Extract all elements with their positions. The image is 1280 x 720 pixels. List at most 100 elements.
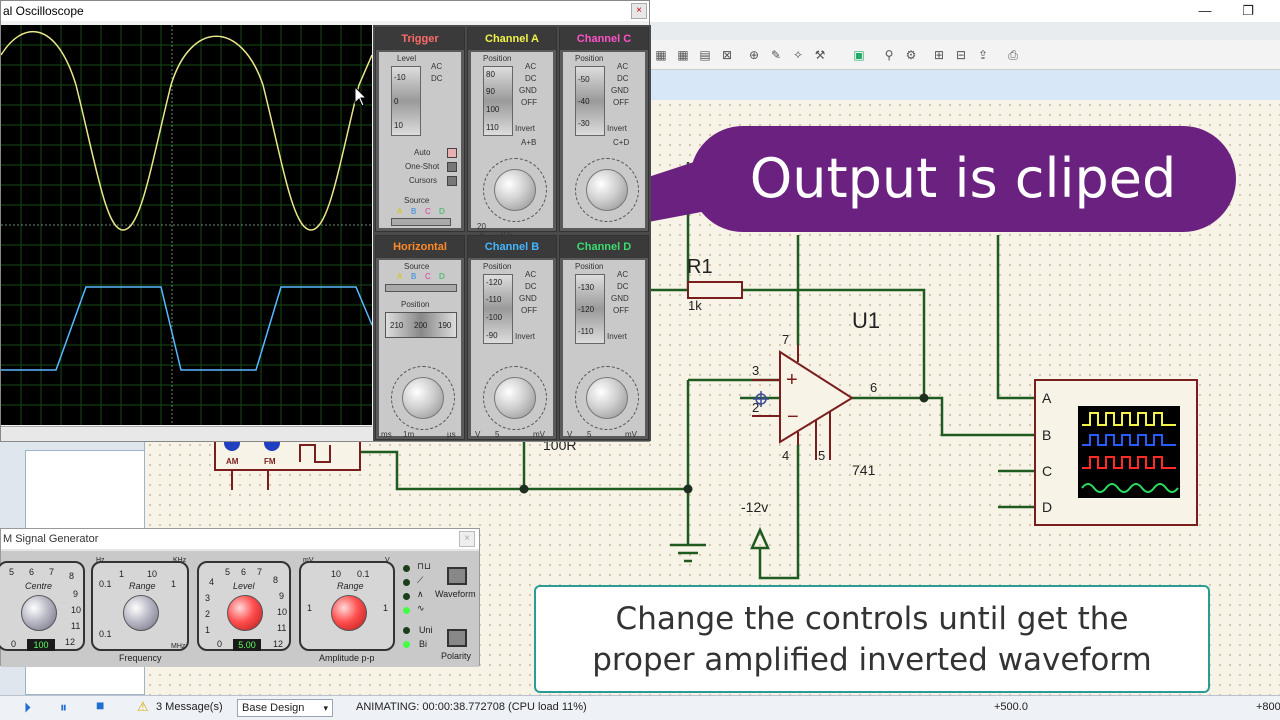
- tool-new-sheet-icon[interactable]: ⊞: [933, 48, 945, 62]
- status-bar: ⏵ ⏸ ■ ⚠ 3 Message(s) Base Design ▾ ANIMA…: [0, 695, 1280, 720]
- waveform-led-saw: [403, 579, 410, 586]
- channel-d-dc: DC: [617, 282, 629, 291]
- waveform-led-square: [403, 565, 410, 572]
- level-tick: 2: [205, 609, 211, 619]
- amp-unit-v: V: [385, 557, 390, 564]
- chevron-down-icon: ▾: [323, 703, 328, 713]
- horizontal-panel: Horizontal Source A B C D Position 210 2…: [375, 235, 465, 440]
- level-knob[interactable]: [227, 595, 263, 631]
- channel-d-position-slider[interactable]: -130 -120 -110: [575, 274, 605, 344]
- channel-b-volts-knob[interactable]: [494, 377, 536, 419]
- channel-a-position-slider[interactable]: 80 90 100 110: [483, 66, 513, 136]
- channel-c-position-label: Position: [575, 54, 604, 63]
- level-tick: 12: [273, 639, 284, 649]
- channel-c-ac: AC: [617, 62, 629, 71]
- channel-d-volts-knob[interactable]: [586, 377, 628, 419]
- junction-dot: [919, 393, 929, 403]
- junction-dot: [683, 484, 693, 494]
- probe-cursor: [753, 391, 769, 407]
- oscilloscope-scrollbar[interactable]: [1, 426, 372, 441]
- trigger-level-val: 0: [394, 97, 399, 106]
- level-tick: 1: [205, 625, 211, 635]
- polarity-button[interactable]: [447, 629, 467, 647]
- centre-tick: 12: [65, 637, 76, 647]
- trigger-cursors-label: Cursors: [409, 176, 438, 185]
- channel-c-position-slider[interactable]: -50 -40 -30: [575, 66, 605, 136]
- trigger-level-slider[interactable]: -10 0 10: [391, 66, 421, 136]
- channel-c-dc: DC: [617, 74, 629, 83]
- channel-a-knob-hi: 0.5: [501, 230, 512, 239]
- tool-annotate-icon[interactable]: ▣: [853, 48, 865, 62]
- close-icon[interactable]: ×: [631, 3, 647, 19]
- horizontal-source-slider[interactable]: [385, 284, 457, 292]
- waveform-led-sine: [403, 607, 410, 614]
- sine-wave-icon[interactable]: ∿: [417, 603, 425, 613]
- tool-grid2-icon[interactable]: ▦: [677, 48, 689, 62]
- channel-a-knob-ring: [483, 158, 547, 222]
- tool-wrench-icon[interactable]: ⚒: [814, 48, 826, 62]
- coordinate-x: +500.0: [994, 701, 1028, 713]
- tool-search-icon[interactable]: ⚲: [884, 48, 894, 62]
- generator-close-icon[interactable]: ×: [459, 531, 475, 547]
- centre-display: 100: [27, 639, 55, 651]
- amplitude-range-knob[interactable]: [331, 595, 367, 631]
- channel-a-sum: A+B: [521, 138, 537, 147]
- triangle-wave-icon[interactable]: ∧: [417, 589, 424, 599]
- stop-icon[interactable]: ■: [96, 697, 105, 713]
- centre-tick: 9: [73, 589, 79, 599]
- amp-tick: 1: [307, 603, 313, 613]
- channel-a-volts-knob[interactable]: [494, 169, 536, 211]
- amp-tick: 1: [383, 603, 389, 613]
- horizontal-position-slider[interactable]: 210 200 190: [385, 312, 457, 338]
- callout-bubble: Output is cliped: [690, 126, 1236, 232]
- trigger-oneshot-button[interactable]: [447, 162, 457, 172]
- square-wave-icon[interactable]: ⊓⊔: [417, 561, 432, 571]
- channel-b-position-slider[interactable]: -120 -110 -100 -90: [483, 274, 513, 344]
- zoom-icon[interactable]: ⊕: [748, 48, 760, 62]
- trigger-cursors-button[interactable]: [447, 176, 457, 186]
- channel-a-val: 100: [486, 105, 500, 114]
- tool-block-icon[interactable]: ▤: [699, 48, 711, 62]
- tool-export-icon[interactable]: ⇪: [977, 48, 989, 62]
- oscilloscope-screen[interactable]: [0, 25, 373, 425]
- channel-d-val: -110: [578, 327, 594, 336]
- hint-line-2: proper amplified inverted waveform: [592, 642, 1152, 678]
- horizontal-time-knob[interactable]: [402, 377, 444, 419]
- tool-probe-icon[interactable]: ✧: [792, 48, 804, 62]
- trigger-source-slider[interactable]: [391, 218, 451, 226]
- minimize-button[interactable]: —: [1198, 3, 1212, 18]
- trigger-ac-label: AC: [431, 62, 443, 71]
- tool-property-icon[interactable]: ⚙: [905, 48, 917, 62]
- sawtooth-wave-icon[interactable]: ⟋: [417, 575, 424, 585]
- centre-tick: 10: [71, 605, 82, 615]
- tool-report-icon[interactable]: ⎙: [1008, 48, 1018, 62]
- centre-label: Centre: [25, 581, 53, 591]
- waveform-button[interactable]: [447, 567, 467, 585]
- pin-4: 4: [782, 448, 790, 463]
- pause-icon[interactable]: ⏸: [60, 699, 67, 715]
- horizontal-knob-ring: [391, 366, 455, 430]
- frequency-range-knob[interactable]: [123, 595, 159, 631]
- tool-remove-sheet-icon[interactable]: ⊟: [955, 48, 967, 62]
- tool-wire-icon[interactable]: ✎: [770, 48, 782, 62]
- centre-knob[interactable]: [21, 595, 57, 631]
- channel-c-volts-knob[interactable]: [586, 169, 628, 211]
- horizontal-unit-ms: ms: [381, 430, 392, 439]
- opamp-name: U1: [852, 308, 881, 333]
- play-icon[interactable]: ⏵: [24, 699, 31, 715]
- channel-c-val: -30: [578, 119, 590, 128]
- tool-delete-icon[interactable]: ⊠: [721, 48, 733, 62]
- trigger-dc-label: DC: [431, 74, 443, 83]
- messages-count[interactable]: 3 Message(s): [156, 701, 223, 713]
- design-select[interactable]: Base Design ▾: [237, 699, 333, 717]
- channel-d-title: Channel D: [560, 236, 648, 258]
- channel-a-val: 110: [486, 123, 499, 132]
- maximize-button[interactable]: ❐: [1242, 3, 1254, 18]
- level-display: 5.00: [233, 639, 261, 651]
- scope-pin-c: C: [1042, 463, 1053, 479]
- horizontal-src-d: D: [439, 272, 445, 281]
- channel-a-off: OFF: [521, 98, 537, 107]
- trigger-auto-button[interactable]: [447, 148, 457, 158]
- tool-grid-icon[interactable]: ▦: [655, 48, 667, 62]
